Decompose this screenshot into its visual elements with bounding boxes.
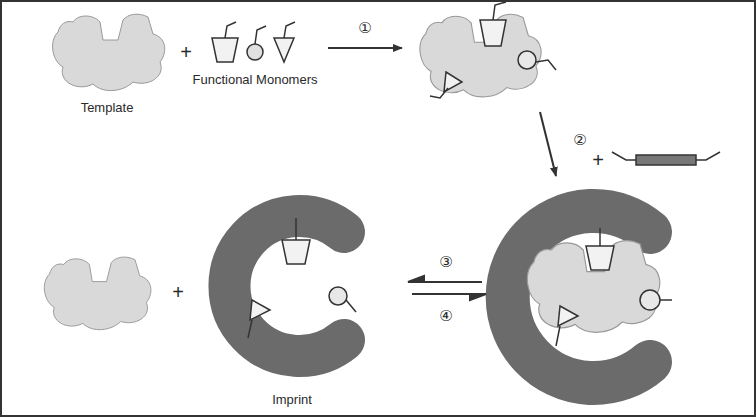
template-shape <box>44 257 151 330</box>
crosslinker <box>612 152 720 165</box>
reaction-arrow <box>328 47 402 49</box>
plus-sign: + <box>180 41 192 63</box>
step-number: ② <box>573 132 586 149</box>
label: Template <box>81 101 134 115</box>
step-number: ① <box>358 20 371 37</box>
polymer-complex <box>508 211 672 383</box>
plus-sign: + <box>592 149 604 171</box>
template-shape <box>53 14 165 90</box>
imprint-polymer <box>229 216 356 356</box>
reaction-arrow <box>540 112 556 176</box>
step-number: ④ <box>439 308 452 325</box>
plus-sign: + <box>172 281 184 303</box>
label: Functional Monomers <box>193 73 318 87</box>
label: Imprint <box>272 393 312 407</box>
functional-monomers <box>212 22 295 62</box>
equilibrium-arrows <box>408 276 486 300</box>
prepolymer-complex <box>420 2 556 98</box>
step-number: ③ <box>439 254 452 271</box>
